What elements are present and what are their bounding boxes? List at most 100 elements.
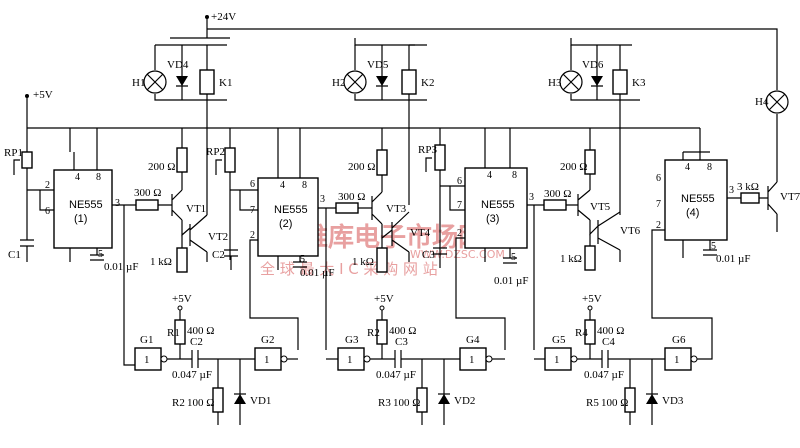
timer-2-pin7: 7 <box>250 205 255 216</box>
relay-block-1: H1 VD4 K1 <box>132 44 232 150</box>
watermark-url: WWW.DZSC.COM <box>410 248 505 261</box>
relay-block-3: H3 VD6 K3 <box>548 45 646 215</box>
res-300-2-label: 300 Ω <box>338 191 365 203</box>
timer-4-name: NE555 <box>681 193 715 205</box>
cap-c3-label: C3 <box>422 249 435 261</box>
timer-3-cap: 0.01 µF <box>494 275 528 287</box>
pot-rp2 <box>224 147 236 173</box>
lamp-h2-label: H2 <box>332 77 345 89</box>
cap-c3b-label: C3 <box>395 336 408 348</box>
timer-4-pin4: 4 <box>685 162 690 173</box>
res-r4-label: R4 <box>575 327 588 339</box>
gate-section-3: 1 G5 C4 0.047 µF +5V R4 400 Ω R5 100 Ω V… <box>534 293 713 425</box>
res-1k-2 <box>376 247 388 273</box>
watermark-slogan: 全 球 最 大 I C 采 购 网 站 <box>260 260 438 278</box>
res-r1-label: R1 <box>167 327 180 339</box>
timer-1-name: NE555 <box>69 199 103 211</box>
timer-4-pin8: 8 <box>707 162 712 173</box>
timer-3-pin4: 4 <box>487 170 492 181</box>
res-200-1-label: 200 Ω <box>148 161 175 173</box>
vt3-label: VT3 <box>386 203 407 215</box>
diode-vd6-label: VD6 <box>582 59 604 71</box>
timer-1-cap: 0.01 µF <box>104 261 138 273</box>
res-r2-label: R2 <box>172 397 185 409</box>
vt1-label: VT1 <box>186 203 206 215</box>
gate-g5-label: G5 <box>552 334 566 346</box>
res-r3-label: R3 <box>378 397 391 409</box>
diode-vd1-label: VD1 <box>250 395 271 407</box>
diode-vd2-icon <box>438 394 450 404</box>
diode-vd3-icon <box>646 394 658 404</box>
timer-2-num: (2) <box>279 218 292 230</box>
timer-1-pin4: 4 <box>75 172 80 183</box>
res-1k-2-label: 1 kΩ <box>352 256 374 268</box>
res-1k-3 <box>584 245 596 271</box>
timer-3-pin7: 7 <box>457 200 462 211</box>
res-1k-3-label: 1 kΩ <box>560 253 582 265</box>
res-300-3 <box>543 199 567 211</box>
timer-4-cap: 0.01 µF <box>716 253 750 265</box>
timer-4 <box>664 159 728 241</box>
relay-k1-label: K1 <box>219 77 232 89</box>
gate-g4-label: G4 <box>466 334 480 346</box>
timer-1-num: (1) <box>74 213 87 225</box>
timer-2-pin3: 3 <box>320 194 325 205</box>
timer-2-pin5: 5 <box>300 254 305 265</box>
pot-rp1-label: RP1 <box>4 147 23 159</box>
gate-g1-label: G1 <box>140 334 153 346</box>
timer-2-cap: 0.01 µF <box>300 267 334 279</box>
pot-rp3 <box>434 144 446 171</box>
gate-section-1: 1 G1 C2 0.047 µF +5V R1 400 Ω R2 100 Ω V… <box>134 293 298 425</box>
res-200-3 <box>584 149 596 175</box>
res-r1 <box>174 319 186 345</box>
gate-g3-label: G3 <box>345 334 359 346</box>
res-r5 <box>624 387 636 413</box>
relay-block-2: H2 VD5 K2 <box>332 44 434 205</box>
gate-vcc-label: +5V <box>172 293 192 305</box>
res-200-3-label: 200 Ω <box>560 161 587 173</box>
res-1k-1-label: 1 kΩ <box>150 256 172 268</box>
gate-section-2: 1 G3 C3 0.047 µF +5V R2 400 Ω R3 100 Ω V… <box>326 293 505 425</box>
res-r2b-value: 400 Ω <box>389 325 416 337</box>
timer-2 <box>257 177 319 257</box>
gate-g2-symbol: 1 <box>264 354 270 366</box>
lamp-h3-label: H3 <box>548 77 562 89</box>
timer-1-pin8: 8 <box>96 172 101 183</box>
power-rails: +24V +5V <box>25 11 778 152</box>
relay-k3-label: K3 <box>632 77 646 89</box>
v24-label: +24V <box>211 11 236 23</box>
res-r5-label: R5 <box>586 397 599 409</box>
cap-c4-value: 0.047 µF <box>584 369 624 381</box>
gate-g2-label: G2 <box>261 334 274 346</box>
gate-g5-symbol: 1 <box>554 354 560 366</box>
vt6-label: VT6 <box>620 225 641 237</box>
cap-c4-label: C4 <box>602 336 615 348</box>
relay-k2-coil <box>401 69 417 95</box>
timer-3-pin6: 6 <box>457 176 462 187</box>
timer-4-num: (4) <box>686 207 699 219</box>
timer-2-name: NE555 <box>274 204 308 216</box>
timer-2-pin8: 8 <box>302 180 307 191</box>
gate-g4-symbol: 1 <box>469 354 475 366</box>
lamp-h1-label: H1 <box>132 77 145 89</box>
diode-vd4-label: VD4 <box>167 59 189 71</box>
stage-1: RP1 C1 NE555 (1) 4 8 2 6 3 5 0.01 µF 300… <box>4 128 228 366</box>
timer-4-pin2: 2 <box>656 220 661 231</box>
vt7-label: VT7 <box>780 191 800 203</box>
res-r4-value: 400 Ω <box>597 325 624 337</box>
timer-1-pin3: 3 <box>115 198 120 209</box>
timer-3-pin2: 2 <box>457 228 462 239</box>
cap-c2-label: C2 <box>212 249 225 261</box>
timer-3 <box>464 167 528 249</box>
res-300-1-label: 300 Ω <box>134 187 161 199</box>
res-r3 <box>416 387 428 413</box>
res-r2 <box>212 387 224 413</box>
res-3k-label: 3 kΩ <box>737 181 759 193</box>
res-300-1 <box>135 199 159 211</box>
timer-2-pin6: 6 <box>250 179 255 190</box>
gate-g6-symbol: 1 <box>674 354 680 366</box>
res-r3-value: 100 Ω <box>393 397 420 409</box>
vt5-label: VT5 <box>590 201 611 213</box>
lamp-h4-block: H4 <box>755 62 789 175</box>
res-r2b <box>376 319 388 345</box>
